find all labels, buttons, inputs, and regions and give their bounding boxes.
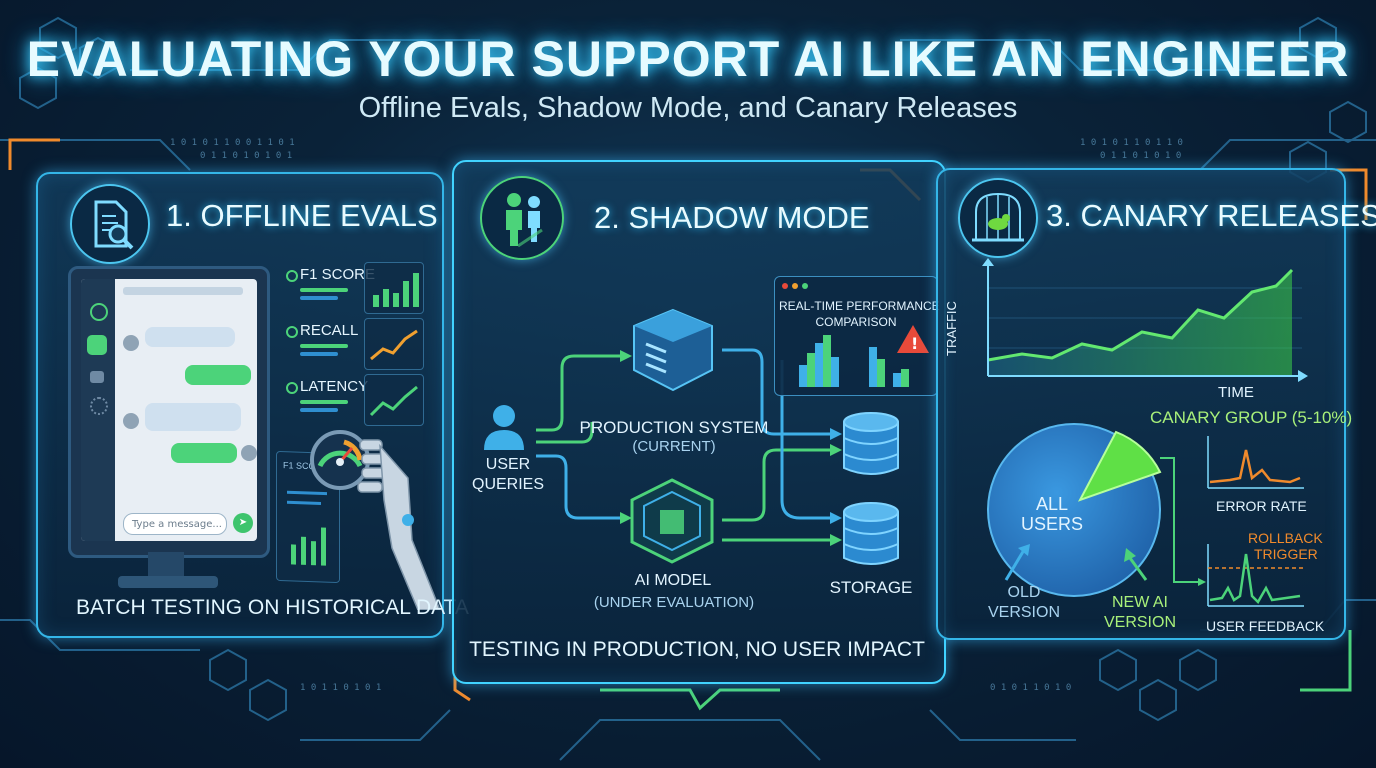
user-feedback-chart [1207, 544, 1304, 607]
storage-database-icon [843, 412, 899, 475]
incoming-message [145, 327, 235, 347]
bird-cage-icon [958, 178, 1038, 258]
monitor-stand [148, 552, 184, 580]
outgoing-message [171, 443, 237, 463]
metric-bar [300, 408, 338, 412]
comparison-title-line1: REAL-TIME PERFORMANCE [779, 299, 940, 313]
outgoing-message [185, 365, 251, 385]
document-search-icon [70, 184, 150, 264]
settings-icon[interactable] [90, 397, 108, 415]
version-arrows [1004, 544, 1148, 581]
chat-header-bar [123, 287, 243, 295]
incoming-message [145, 403, 241, 431]
latency-chart [364, 374, 424, 426]
send-button[interactable]: ➤ [233, 513, 253, 533]
traffic-chart [982, 258, 1308, 382]
rollback-trigger-label-line1: ROLLBACK [1248, 530, 1323, 546]
time-axis-label: TIME [1218, 384, 1254, 401]
chat-monitor: Type a message... ➤ [68, 266, 270, 558]
user-feedback-label: USER FEEDBACK [1206, 618, 1325, 634]
comparison-title-line2: COMPARISON [815, 315, 897, 329]
canary-group-label: CANARY GROUP (5-10%) [1150, 408, 1353, 427]
f1-score-chart [364, 262, 424, 314]
metric-bar [300, 296, 338, 300]
chat-icon[interactable] [87, 335, 107, 355]
production-system-label: PRODUCTION SYSTEM [579, 418, 769, 437]
ai-model-label: AI MODEL [634, 572, 712, 589]
new-version-label-line2: VERSION [1103, 614, 1176, 631]
all-users-label-line1: ALL [1035, 494, 1069, 514]
user-queries-icon [474, 400, 534, 460]
metric-latency-label: LATENCY [300, 378, 369, 395]
user-queries-label-line1: USER [485, 456, 531, 473]
user-queries-label-line2: QUERIES [472, 476, 545, 493]
pie-connectors [1160, 457, 1206, 586]
offline-evals-caption: BATCH TESTING ON HISTORICAL DATA [76, 596, 469, 619]
page-subtitle: Offline Evals, Shadow Mode, and Canary R… [358, 92, 1018, 124]
storage-label: STORAGE [829, 578, 913, 597]
all-users-label-line2: USERS [1020, 514, 1083, 534]
results-tablet: F1 SCORE [276, 450, 340, 584]
storage-database-icon [843, 502, 899, 565]
metric-bar [300, 288, 348, 292]
error-rate-label: ERROR RATE [1216, 498, 1307, 514]
messages-icon[interactable] [90, 371, 104, 383]
error-rate-chart [1207, 436, 1304, 489]
bot-avatar [241, 445, 257, 461]
chat-sidebar [81, 279, 115, 541]
recall-chart [364, 318, 424, 370]
svg-text:!: ! [911, 334, 918, 353]
rollback-trigger-label-line2: TRIGGER [1254, 546, 1318, 562]
metric-bar [300, 400, 348, 404]
chat-screen: Type a message... ➤ [81, 279, 257, 541]
monitor-base [118, 576, 218, 588]
metric-bar [300, 352, 338, 356]
canary-pie-chart [987, 423, 1162, 597]
shadow-mode-title: 2. SHADOW MODE [594, 200, 870, 235]
metric-f1-score-label: F1 SCORE [300, 266, 376, 283]
metric-bar [300, 344, 348, 348]
old-version-label-line2: VERSION [987, 604, 1060, 621]
people-shadow-icon [480, 176, 564, 260]
svg-text:1 0 1 1 0 1 0 1: 1 0 1 1 0 1 0 1 [300, 683, 381, 693]
svg-text:0 1 1 0 1 0 1 0: 0 1 1 0 1 0 1 0 [1100, 151, 1181, 161]
robot-hand-gauge [310, 430, 441, 610]
production-system-server-icon [628, 306, 718, 400]
svg-text:1 0 1 0 1 1 0 0 1 1 0 1: 1 0 1 0 1 1 0 0 1 1 0 1 [170, 138, 295, 148]
svg-text:1 0 1 0 1 1 0 1 1 0: 1 0 1 0 1 1 0 1 1 0 [1080, 138, 1183, 148]
old-version-label-line1: OLD [1007, 584, 1041, 601]
ai-model-sublabel: (UNDER EVALUATION) [593, 594, 755, 611]
user-avatar [123, 413, 139, 429]
comparison-window: ! REAL-TIME PERFORMANCE COMPARISON [774, 276, 940, 396]
page-title: EVALUATING YOUR SUPPORT AI LIKE AN ENGIN… [26, 31, 1350, 87]
canary-releases-title: 3. CANARY RELEASES [1046, 198, 1376, 233]
production-system-sublabel: (CURRENT) [632, 438, 716, 455]
metric-recall-label: RECALL [300, 322, 359, 339]
shadow-mode-caption: TESTING IN PRODUCTION, NO USER IMPACT [469, 638, 925, 661]
message-input[interactable]: Type a message... [123, 513, 227, 535]
svg-text:0 1 1 0 1 0 1 0 1: 0 1 1 0 1 0 1 0 1 [200, 151, 292, 161]
shadow-flow-diagram [536, 348, 842, 546]
bot-icon [90, 303, 108, 321]
svg-text:0 1 0 1 1 0 1 0: 0 1 0 1 1 0 1 0 [990, 683, 1071, 693]
ai-model-icon [626, 476, 718, 570]
new-version-label-line1: NEW AI [1111, 594, 1168, 611]
offline-evals-title: 1. OFFLINE EVALS [166, 198, 438, 233]
traffic-axis-label: TRAFFIC [944, 301, 959, 356]
user-avatar [123, 335, 139, 351]
metric-indicators [286, 270, 298, 394]
